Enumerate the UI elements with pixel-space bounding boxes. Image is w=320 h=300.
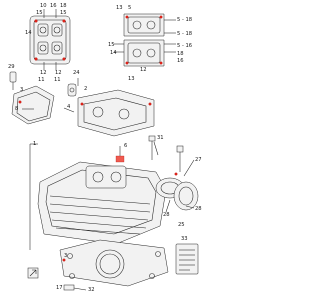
callout-3: 3 — [20, 87, 24, 93]
callout-6: 6 — [124, 143, 128, 149]
callout-29: 29 — [8, 64, 15, 70]
intake-pipe — [155, 145, 199, 211]
valve-cover-set — [114, 13, 176, 67]
callout-32: 32 — [88, 287, 95, 293]
callout-13: 13 — [128, 76, 135, 82]
callout-27: 27 — [195, 157, 202, 163]
callout-15: 15 — [108, 42, 115, 48]
callout-12: 12 — [40, 70, 47, 76]
cylinder-head — [37, 146, 167, 245]
callout-12: 12 — [140, 67, 147, 73]
callout-17: 17 — [56, 285, 63, 291]
callout-13: 13 — [116, 5, 123, 11]
callout-11: 11 — [54, 77, 61, 83]
callout-1: 1 — [33, 141, 37, 147]
callout-24: 24 — [73, 70, 80, 76]
callout-10: 10 — [40, 3, 47, 9]
callout-15: 15 — [36, 10, 43, 16]
callout-5-16: 5 - 16 — [177, 43, 193, 49]
small-parts-left — [9, 71, 77, 125]
callout-14: 14 — [110, 50, 117, 56]
callout-11: 11 — [38, 77, 45, 83]
callout-18: 18 — [60, 3, 67, 9]
callout-14: 14 — [25, 30, 32, 36]
callout-2: 2 — [84, 86, 88, 92]
callout-16: 16 — [50, 3, 57, 9]
callout-16: 16 — [177, 58, 184, 64]
rocker-assembly — [77, 89, 156, 160]
callout-12: 12 — [55, 70, 62, 76]
label-plate — [175, 243, 199, 275]
callout-3: 3 — [64, 253, 68, 259]
parts-diagram-drawing — [9, 9, 199, 291]
callout-33: 33 — [181, 236, 188, 242]
callout-4: 4 — [67, 104, 71, 110]
head-gasket — [59, 239, 169, 287]
callout-28: 28 — [195, 206, 202, 212]
callout-25: 25 — [178, 222, 185, 228]
callout-18: 18 — [177, 51, 184, 57]
front-arrow-icon — [27, 267, 39, 279]
callout-15: 15 — [60, 10, 67, 16]
parts-diagram: 10 16 18 15 15 14 12 12 11 11 13 5 5 - 1… — [8, 3, 202, 293]
callout-5-18: 5 - 18 — [177, 17, 193, 23]
stud-bolt — [63, 284, 87, 291]
head-cover-top-view — [29, 9, 71, 70]
callout-31: 31 — [157, 135, 164, 141]
callout-28: 28 — [163, 212, 170, 218]
callout-5: 5 — [128, 5, 132, 11]
callout-8: 8 — [15, 106, 19, 112]
callout-5-18: 5 - 18 — [177, 31, 193, 37]
leader-lines — [22, 78, 195, 250]
